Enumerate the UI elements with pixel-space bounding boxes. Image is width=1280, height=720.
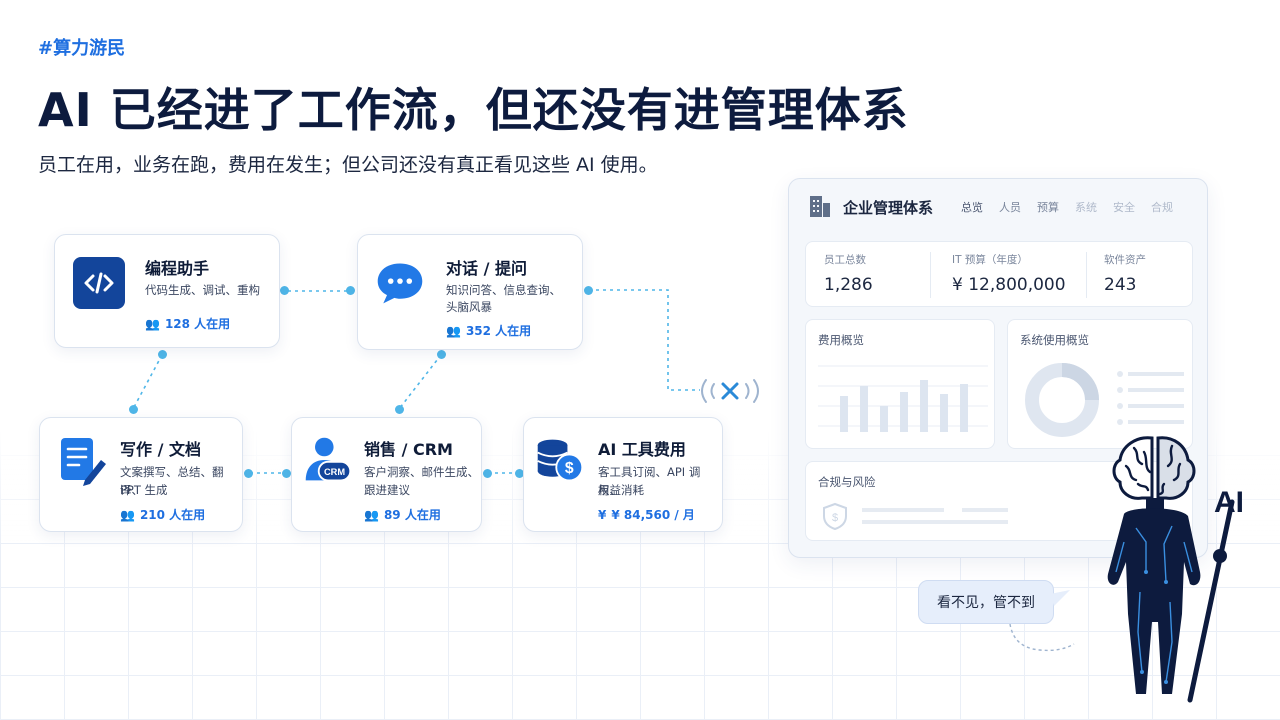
card-chat[interactable]: 对话 / 提问 知识问答、信息查询、 头脑风暴 👥352 人在用 [357, 234, 583, 350]
hashtag: #算力游民 [38, 38, 126, 59]
users-icon: 👥 [120, 507, 135, 522]
cost-bars-placeholder [818, 365, 988, 432]
card-writing[interactable]: 写作 / 文档 文案撰写、总结、翻译、 PPT 生成 👥210 人在用 [39, 417, 243, 532]
donut-placeholder [1025, 363, 1099, 437]
card-usage: 👥89 人在用 [364, 507, 441, 523]
link-node [346, 286, 355, 295]
users-icon: 👥 [446, 323, 461, 338]
link-node [515, 469, 524, 478]
card-usage: 👥128 人在用 [145, 316, 231, 332]
stat-employees: 员工总数 1,286 [824, 254, 873, 295]
card-title: 写作 / 文档 [120, 440, 201, 459]
card-desc: 知识问答、信息查询、 [446, 283, 561, 297]
disconnected-signal-icon [701, 379, 759, 403]
users-icon: 👥 [364, 507, 379, 522]
chat-bubble-icon [374, 257, 426, 309]
legend-placeholder [1117, 371, 1184, 425]
cost-overview-card: 费用概览 [805, 319, 995, 449]
bubble-text: 看不见，管不到 [937, 595, 1035, 611]
yen-icon: ¥ [598, 507, 607, 522]
card-desc: 头脑风暴 [446, 300, 492, 314]
link-node [158, 350, 167, 359]
link-node [280, 286, 289, 295]
bubble-dashed-trail [1009, 624, 1075, 652]
panel-tabs: 总览 人员 预算 系统 安全 合规 [961, 199, 1173, 215]
page-title: AI 已经进了工作流，但还没有进管理体系 [38, 83, 909, 137]
card-desc: 跟进建议 [364, 483, 410, 497]
card-ai-tool-cost[interactable]: $ AI 工具费用 客工具订阅、API 调用、 权益消耗 ¥¥ 84,560 /… [523, 417, 723, 532]
link-node [129, 405, 138, 414]
card-title: 编程助手 [145, 259, 210, 278]
card-usage: ¥¥ 84,560 / 月 [598, 507, 695, 523]
page-subtitle: 员工在用，业务在跑，费用在发生；但公司还没有真正看见这些 AI 使用。 [38, 154, 658, 176]
users-icon: 👥 [145, 316, 160, 331]
bubble-tail [1050, 590, 1070, 606]
card-usage: 👥352 人在用 [446, 323, 532, 339]
card-title: 对话 / 提问 [446, 259, 527, 278]
card-desc: 代码生成、调试、重构 [145, 283, 260, 297]
stat-it-budget: IT 预算（年度） ¥ 12,800,000 [952, 254, 1066, 295]
card-desc: 客户洞察、邮件生成、 [364, 465, 479, 479]
ai-humanoid-figure: AI [1107, 436, 1244, 703]
link-node [395, 405, 404, 414]
card-title: 销售 / CRM [364, 440, 453, 459]
tab-security[interactable]: 安全 [1113, 201, 1135, 214]
stat-software-assets: 软件资产 243 [1104, 254, 1146, 295]
tab-people[interactable]: 人员 [999, 201, 1021, 214]
shield-icon: $ [823, 502, 847, 530]
tab-budget[interactable]: 预算 [1037, 201, 1059, 214]
code-icon [73, 257, 125, 309]
risk-lines-placeholder [862, 508, 1008, 524]
crm-badge-text: CRM [324, 467, 345, 477]
card-usage: 👥210 人在用 [120, 507, 206, 523]
card-title: AI 工具费用 [598, 440, 686, 459]
card-coding-assistant[interactable]: 编程助手 代码生成、调试、重构 👥128 人在用 [54, 234, 280, 348]
card-desc: 客工具订阅、API 调用、 [598, 465, 701, 497]
link-node [584, 286, 593, 295]
svg-text:$: $ [832, 512, 838, 524]
link-node [282, 469, 291, 478]
building-icon [810, 196, 830, 217]
link-node [437, 350, 446, 359]
link-node [244, 469, 253, 478]
card-desc: 文案撰写、总结、翻译、 [120, 465, 224, 497]
stats-row: 员工总数 1,286 IT 预算（年度） ¥ 12,800,000 软件资产 2… [805, 241, 1193, 307]
card-desc: PPT 生成 [120, 483, 168, 497]
tab-systems[interactable]: 系统 [1075, 201, 1097, 214]
link-node [483, 469, 492, 478]
panel-title: 企业管理体系 [843, 199, 934, 217]
ai-staff-label: AI [1214, 486, 1244, 519]
speech-bubble: 看不见，管不到 [918, 580, 1054, 624]
coins-icon: $ [534, 434, 586, 486]
svg-text:$: $ [565, 460, 574, 477]
card-desc: 权益消耗 [598, 483, 644, 497]
document-icon [56, 436, 108, 488]
system-usage-card: 系统使用概览 [1007, 319, 1193, 449]
crm-user-icon: CRM [302, 434, 354, 486]
tab-overview[interactable]: 总览 [961, 201, 983, 214]
card-sales-crm[interactable]: CRM 销售 / CRM 客户洞察、邮件生成、 跟进建议 👥89 人在用 [291, 417, 482, 532]
tab-compliance[interactable]: 合规 [1151, 201, 1173, 214]
